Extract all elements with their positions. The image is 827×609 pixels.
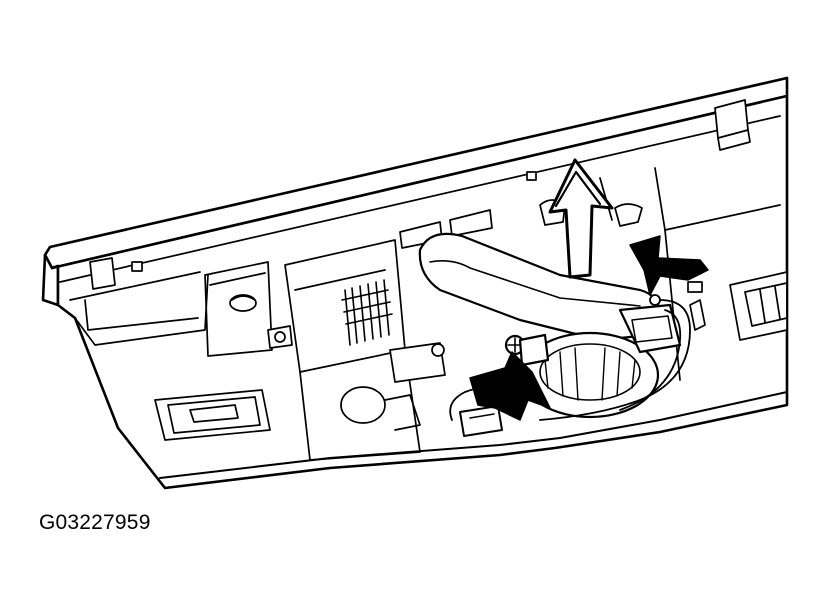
- actuator-bulb: [340, 386, 386, 424]
- mount-screw: [431, 343, 445, 357]
- wire-harness-lower: [619, 309, 682, 411]
- right-window-inner: [744, 282, 788, 327]
- figure-id-label: G03227959: [39, 511, 151, 534]
- slot-mark-2: [687, 281, 703, 293]
- wire-plug: [459, 405, 503, 437]
- chamber-left-latch: [229, 294, 257, 312]
- inner-ledge-lower: [69, 271, 201, 301]
- top-clip-right: [614, 203, 643, 227]
- slot-mark-1: [526, 171, 537, 181]
- motor-drum-ribs: [544, 347, 636, 401]
- motor-left-clip: [518, 333, 550, 367]
- pointer-arrow-upper-right-icon: [629, 235, 709, 296]
- left-window-clip: [189, 404, 239, 423]
- left-panel-inner: [84, 299, 199, 331]
- lever-arm-ridge: [429, 260, 641, 307]
- motor-drum-inner: [539, 343, 641, 401]
- housing-details: [59, 99, 788, 461]
- chamber-left: [204, 261, 273, 357]
- chamber-left-shelf: [209, 272, 266, 286]
- wire-plug-face: [469, 413, 495, 419]
- actuator-mount: [389, 342, 446, 383]
- housing-bottom-edge: [159, 391, 788, 479]
- right-window: [729, 271, 788, 341]
- connector-housing-side: [294, 269, 386, 291]
- left-window-inner: [167, 396, 261, 434]
- wire-harness-upper: [539, 299, 691, 421]
- chamber-left-latch-hook: [231, 295, 256, 301]
- right-screw: [649, 294, 661, 306]
- right-top-block-face: [717, 129, 751, 151]
- right-small-bracket: [689, 299, 706, 331]
- connector-pins: [341, 279, 393, 346]
- mid-tab-2: [449, 209, 493, 237]
- motor-tab-slot: [631, 315, 673, 343]
- rivet-left-head: [274, 331, 286, 343]
- actuator-stem: [384, 394, 421, 431]
- right-window-slats: [759, 286, 781, 323]
- left-clip-tab: [89, 257, 116, 290]
- left-slot: [131, 261, 143, 272]
- removal-arrow-inner: [554, 170, 602, 208]
- inner-ledge: [59, 115, 781, 283]
- pointer-arrow-lower-icon: [469, 351, 551, 421]
